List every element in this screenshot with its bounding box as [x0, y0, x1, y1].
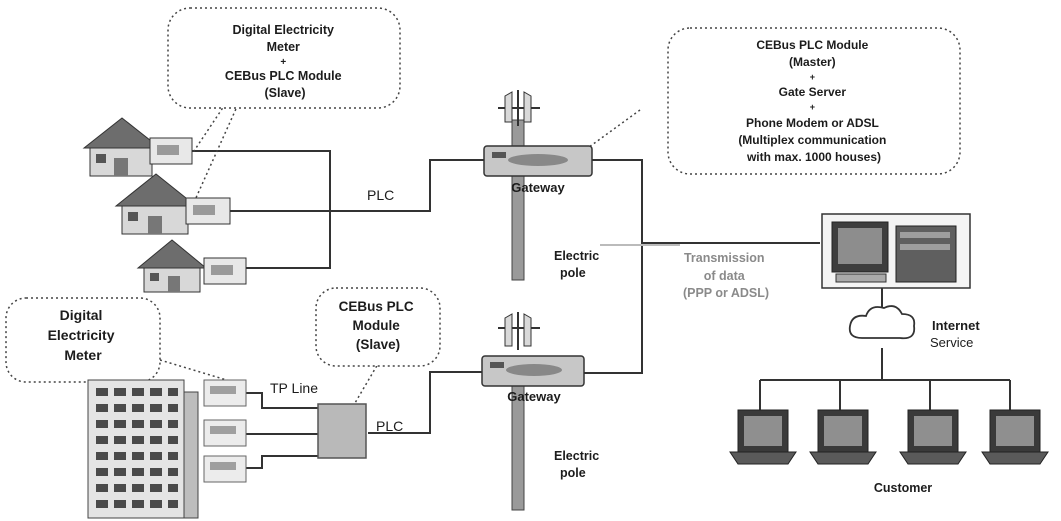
callout-house-line-2: Meter	[267, 40, 300, 54]
house-2	[116, 174, 230, 234]
label-plc-bottom: PLC	[376, 418, 403, 434]
label-gateway-bottom: Gateway	[507, 389, 561, 404]
label-tp-line: TP Line	[270, 380, 318, 396]
callout-master-line-7: (Multiplex communication	[738, 133, 886, 147]
callout-house-line-3: +	[280, 57, 286, 68]
wire-bus-to-gateway-top	[330, 160, 488, 211]
label-internet-service: Internet Service	[930, 318, 983, 350]
gateway-bottom-device	[482, 356, 584, 386]
callout-apt-module-line-3: (Slave)	[356, 337, 400, 352]
customer-laptop-3	[900, 410, 966, 464]
apartment-meter-2	[204, 420, 246, 446]
callout-master-line-4: Gate Server	[779, 85, 847, 99]
label-gateway-top: Gateway	[511, 180, 565, 195]
callout-house-line-4: CEBus PLC Module	[225, 69, 342, 83]
callout-house-line-5: (Slave)	[265, 86, 306, 100]
callout-master-line-1: CEBus PLC Module	[756, 38, 868, 52]
callout-house-module: Digital Electricity Meter + CEBus PLC Mo…	[168, 8, 400, 108]
callout-apartment-module: CEBus PLC Module (Slave)	[316, 288, 440, 366]
label-plc-top: PLC	[367, 187, 394, 203]
apartment-meter-3	[204, 456, 246, 482]
customer-laptop-1	[730, 410, 796, 464]
server-computer	[822, 214, 970, 288]
callout-gateway-master: CEBus PLC Module (Master) + Gate Server …	[668, 28, 960, 174]
apartment-meter-1	[204, 380, 246, 406]
label-transmission: Transmission of data (PPP or ADSL)	[683, 251, 769, 300]
callout-master-line-3: +	[810, 72, 815, 82]
callout-apt-meter-line-2: Electricity	[48, 327, 115, 343]
callout-house-line-1: Digital Electricity	[233, 23, 334, 37]
label-pole-top: Electric pole	[554, 249, 603, 280]
house-1	[84, 118, 192, 176]
callout-apt-module-line-1: CEBus PLC	[339, 299, 414, 314]
callout-apt-meter-line-1: Digital	[60, 307, 103, 323]
customer-laptop-2	[810, 410, 876, 464]
callout-master-line-6: Phone Modem or ADSL	[746, 116, 879, 130]
label-pole-bottom: Electric pole	[554, 449, 603, 480]
pole-bottom	[498, 312, 540, 510]
cloud-icon	[850, 306, 915, 338]
wire-meter-3	[246, 456, 318, 468]
apartment-building	[88, 380, 198, 518]
gateway-top-device	[484, 146, 592, 176]
callout-master-line-8: with max. 1000 houses)	[746, 150, 881, 164]
callout-apt-module-line-2: Module	[352, 318, 400, 333]
callout-master-line-2: (Master)	[789, 55, 836, 69]
label-customer: Customer	[874, 481, 932, 495]
wire-gateway-top-to-server	[582, 160, 642, 373]
customer-laptop-4	[982, 410, 1048, 464]
plc-slave-module-box	[318, 404, 366, 458]
callout-master-line-5: +	[810, 102, 815, 112]
callout-apartment-meter: Digital Electricity Meter	[6, 298, 160, 382]
house-3	[138, 240, 246, 292]
callout-apt-meter-line-3: Meter	[64, 347, 102, 363]
